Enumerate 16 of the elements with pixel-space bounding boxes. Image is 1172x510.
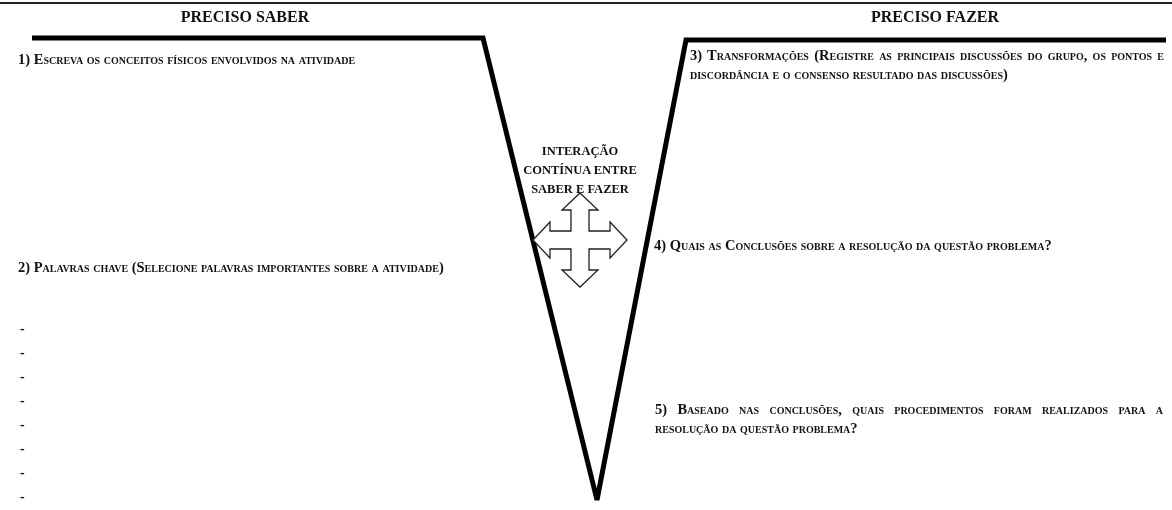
instruction-text: 5) Baseado nas conclusões, quais procedimentos foram realizados para a resolução da questão problema? — [655, 400, 1163, 438]
list-dash: - — [20, 418, 25, 432]
column-heading: PRECISO SABER — [179, 7, 311, 27]
instruction-text: 1) Escreva os conceitos físicos envolvidos na atividade — [18, 50, 357, 69]
list-dash: - — [20, 490, 25, 504]
list-dash: - — [20, 466, 25, 480]
instruction-text: 3) Transformações (Registre as principais discussões do grupo, os pontos e discordância e o consenso resultado das discussões) — [690, 46, 1164, 84]
list-dash: - — [20, 322, 25, 336]
list-dash: - — [20, 346, 25, 360]
list-dash: - — [20, 394, 25, 408]
column-heading: PRECISO FAZER — [869, 7, 1001, 27]
center-caption: INTERAÇÃO CONTÍNUA ENTRE SABER E FAZER — [522, 143, 638, 198]
list-dash: - — [20, 442, 25, 456]
list-dash: - — [20, 370, 25, 384]
instruction-text: 4) Quais as Conclusões sobre a resolução da questão problema? — [654, 236, 1053, 255]
instruction-text: 2) Palavras chave (Selecione palavras importantes sobre a atividade) — [18, 258, 445, 277]
